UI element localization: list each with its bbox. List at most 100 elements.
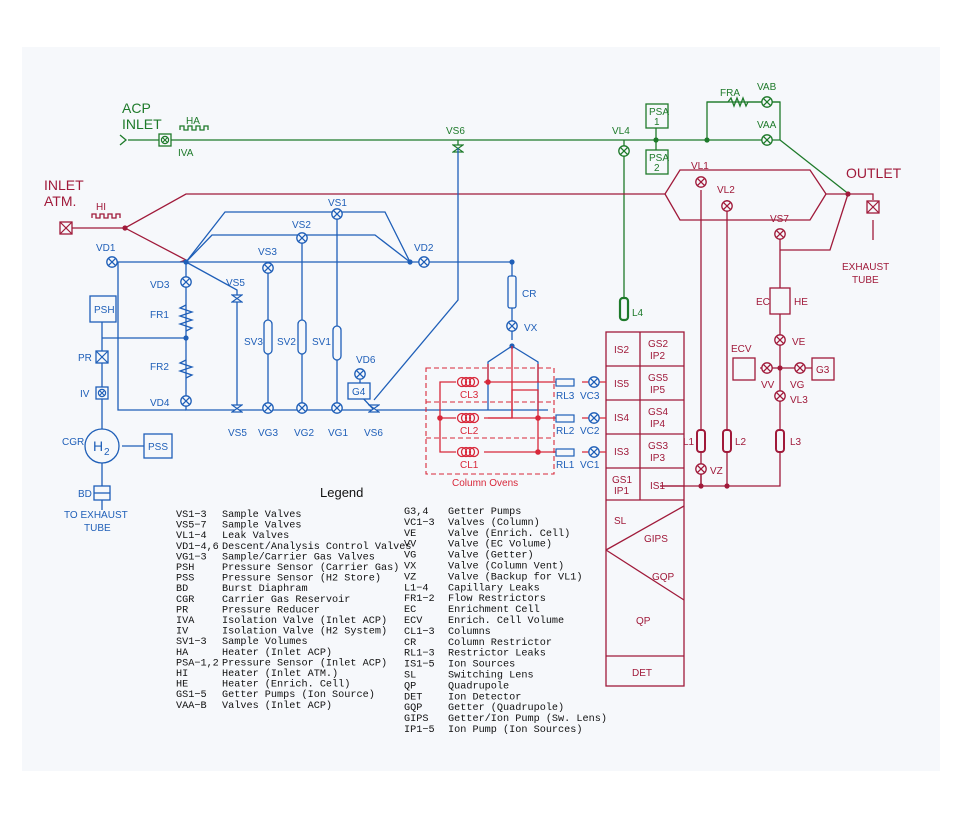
iv-valve-icon[interactable]: [95, 386, 109, 400]
ve-valve-icon[interactable]: [774, 334, 786, 346]
vc2-valve-icon[interactable]: [588, 412, 600, 424]
vd1-valve-icon[interactable]: [106, 256, 118, 268]
legend-description: Heater (Enrich. Cell): [222, 679, 350, 691]
vg1-label: VG1: [328, 428, 348, 439]
gs5-label: GS5: [648, 373, 668, 384]
acp-green-valves: [158, 96, 773, 322]
vc1-valve-icon[interactable]: [588, 446, 600, 458]
vs5-valve-icon[interactable]: [231, 294, 243, 303]
diagram-paper: [22, 47, 940, 771]
legend-code: IS1−5: [404, 660, 435, 671]
vd6-label: VD6: [356, 355, 376, 366]
vab-valve-icon[interactable]: [761, 96, 773, 108]
rl1-restrictor: [555, 448, 575, 457]
psa2-sensor-box: [645, 149, 669, 175]
legend-description: Capillary Leaks: [448, 582, 540, 594]
vd6-valve-icon[interactable]: [354, 368, 366, 380]
l1-label: L1: [683, 437, 695, 448]
vs6-valve-icon[interactable]: [368, 404, 380, 413]
vl1-valve-icon[interactable]: [695, 176, 707, 188]
vg3-valve-icon[interactable]: [262, 402, 274, 414]
vs2-valve-icon[interactable]: [296, 232, 308, 244]
vd2-valve-icon[interactable]: [418, 256, 430, 268]
legend-description: Sample Valves: [222, 509, 301, 521]
legend-description: Getter Pumps: [448, 507, 521, 518]
l4-capillary-leak: [618, 296, 630, 322]
ec-label: EC: [756, 297, 770, 308]
legend-code: GS1−5: [176, 690, 207, 701]
legend-code: RL1−3: [404, 649, 435, 660]
vl4-valve-icon[interactable]: [618, 145, 630, 157]
iva-valve-icon[interactable]: [158, 133, 172, 147]
vl3-valve-icon[interactable]: [774, 390, 786, 402]
vs3-valve-icon[interactable]: [262, 262, 274, 274]
ve-label: VE: [792, 337, 806, 348]
vz-valve-icon[interactable]: [695, 463, 707, 475]
vg-valve-icon[interactable]: [794, 362, 806, 374]
hi-label: HI: [96, 202, 106, 213]
ha-label: HA: [186, 116, 200, 127]
cl3-column-icon: [456, 376, 480, 388]
is2-label: IS2: [614, 345, 629, 356]
column-ovens-label: Column Ovens: [452, 478, 518, 489]
legend-code: GIPS: [404, 714, 428, 725]
h2-label: H: [93, 438, 103, 454]
legend-description: Columns: [448, 626, 491, 638]
vg1-valve-icon[interactable]: [331, 402, 343, 414]
vl1-label: VL1: [691, 161, 709, 172]
rl1-label: RL1: [556, 460, 575, 471]
legend-description: Valve (Column Vent): [448, 561, 564, 573]
vv-valve-icon[interactable]: [761, 362, 773, 374]
g4-label: G4: [352, 387, 366, 398]
ip2-label: IP2: [650, 351, 665, 362]
vs1-valve-icon[interactable]: [331, 208, 343, 220]
l3-label: L3: [790, 437, 802, 448]
vd3-valve-icon[interactable]: [180, 276, 192, 288]
atm-label: ATM.: [44, 193, 76, 209]
vaa-label: VAA: [757, 120, 777, 131]
ec-enrichment-cell: [769, 287, 791, 315]
legend-description: Isolation Valve (H2 System): [222, 626, 387, 638]
h2-subscript: 2: [104, 447, 110, 458]
exhaust-tube-label: TUBE: [852, 275, 879, 286]
ip1-label: IP1: [614, 486, 629, 497]
legend-code: VC1−3: [404, 518, 435, 529]
vx-valve-icon[interactable]: [506, 320, 518, 332]
sv1-label: SV1: [312, 337, 331, 348]
vl2-valve-icon[interactable]: [721, 200, 733, 212]
legend-description: Enrich. Cell Volume: [448, 615, 564, 627]
vd4-valve-icon[interactable]: [180, 395, 192, 407]
bd-label: BD: [78, 489, 92, 500]
legend-title: Legend: [320, 485, 363, 500]
legend-code: VV: [404, 540, 417, 551]
legend-code: PSH: [176, 563, 194, 574]
cgr-label: CGR: [62, 437, 84, 448]
vc3-valve-icon[interactable]: [588, 376, 600, 388]
vs5-lower-valve-icon[interactable]: [231, 404, 243, 413]
legend-description: Pressure Sensor (Inlet ACP): [222, 657, 387, 669]
rl3-restrictor: [555, 378, 575, 387]
column-labels: CL3 CL2 CL1 Column Ovens RL3 RL2 RL1 VC3…: [452, 390, 600, 489]
pr-reducer-icon[interactable]: [95, 350, 109, 364]
legend-description: Isolation Valve (Inlet ACP): [222, 615, 387, 627]
vs7-label: VS7: [770, 214, 789, 225]
det-label: DET: [632, 668, 652, 679]
legend-description: Getter Pumps (Ion Source): [222, 689, 375, 701]
exhaust-port-icon: [866, 200, 880, 214]
legend-description: Quadrupole: [448, 680, 509, 692]
vg2-valve-icon[interactable]: [296, 402, 308, 414]
junction-dot: [845, 191, 851, 197]
vaa-valve-icon[interactable]: [761, 134, 773, 146]
legend-code: VE: [404, 529, 416, 540]
column-ovens: [425, 346, 606, 475]
legend-code: VAA−B: [176, 701, 207, 712]
vs7-valve-icon[interactable]: [774, 228, 786, 240]
l2-capillary-leak: [722, 429, 732, 453]
ion-source-stack: [605, 331, 685, 687]
gs2-label: GS2: [648, 339, 668, 350]
rl3-label: RL3: [556, 391, 575, 402]
junction-dot: [183, 259, 189, 265]
legend-code: GQP: [404, 703, 422, 714]
legend-code: G3,4: [404, 507, 428, 518]
legend-code: HA: [176, 648, 189, 659]
